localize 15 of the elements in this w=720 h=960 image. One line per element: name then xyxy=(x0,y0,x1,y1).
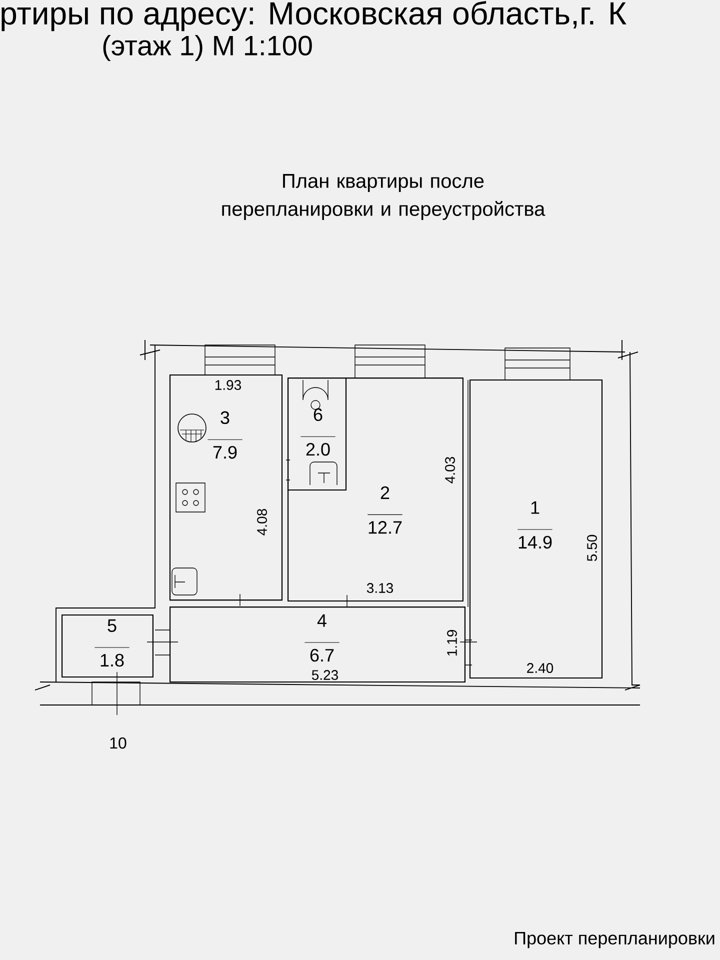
dimension-label: 5.50 xyxy=(587,534,597,562)
dimension-label: 1.19 xyxy=(447,630,457,656)
dimension-label: 4.08 xyxy=(257,509,267,536)
dimension-label: 3.13 xyxy=(366,583,393,593)
dimension-label: 4.03 xyxy=(445,457,455,484)
dimension-label: 2.40 xyxy=(527,663,554,673)
heading-text: (этаж 1) М 1:100 xyxy=(103,34,312,62)
axis-label: 10 xyxy=(110,737,126,749)
room: 5 1.8 xyxy=(62,614,154,678)
heading-text: ртиры по адресу: Московская область,г. К xyxy=(2,0,626,32)
room: 6 2.0 xyxy=(287,377,347,491)
title: План квартиры после перепланировки и переустройства xyxy=(222,174,546,220)
dimension-label: 1.93 xyxy=(215,380,241,390)
note-text: Проект перепланировки xyxy=(515,932,714,948)
dimension-label: 5.23 xyxy=(312,670,338,680)
